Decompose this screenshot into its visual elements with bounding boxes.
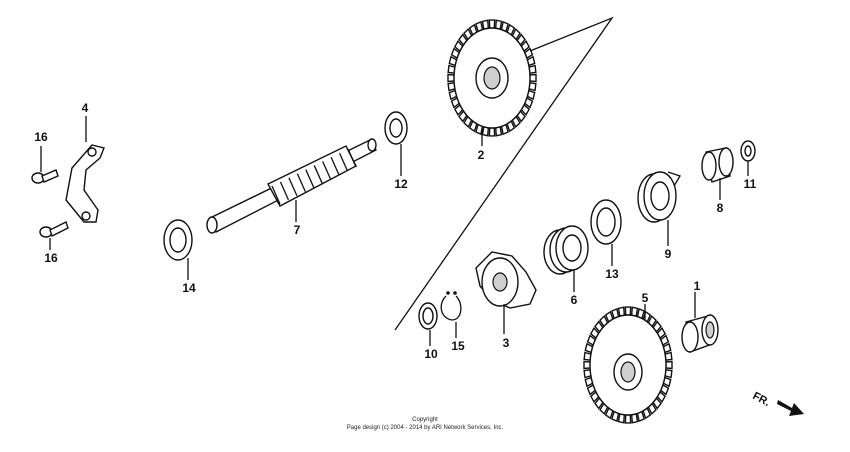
part-number-4: 4 xyxy=(82,101,89,115)
washer-11 xyxy=(740,140,756,162)
part-number-8: 8 xyxy=(717,201,724,215)
part-number-5: 5 xyxy=(642,291,649,305)
part-number-1: 1 xyxy=(694,279,701,293)
bushing-1 xyxy=(681,314,719,353)
washer-13 xyxy=(590,199,622,245)
bolt-16-upper xyxy=(31,169,59,184)
part-number-6: 6 xyxy=(571,293,578,307)
gear-2 xyxy=(447,19,537,137)
copyright-title: Copyright xyxy=(412,417,438,423)
gear-5 xyxy=(583,306,673,424)
leader-lines xyxy=(40,116,749,346)
bolt-16-lower xyxy=(39,221,69,238)
front-direction-indicator: FR. xyxy=(751,390,804,416)
copyright-notice: Page design (c) 2004 - 2014 by ARI Netwo… xyxy=(347,425,504,431)
spring-6 xyxy=(543,225,589,275)
part-number-16-upper: 16 xyxy=(34,130,48,144)
washer-10 xyxy=(418,302,438,330)
part-number-13: 13 xyxy=(605,267,619,281)
part-number-10: 10 xyxy=(424,347,438,361)
front-arrow-icon xyxy=(777,400,804,416)
part-number-7: 7 xyxy=(294,223,301,237)
part-number-11: 11 xyxy=(744,177,757,191)
spring-9 xyxy=(637,171,681,223)
bushing-8 xyxy=(701,147,734,183)
circlip-15 xyxy=(440,291,462,321)
shaft-7 xyxy=(206,138,377,234)
part-number-14: 14 xyxy=(182,281,196,295)
part-number-2: 2 xyxy=(478,148,485,162)
washer-14 xyxy=(163,219,193,261)
front-label: FR. xyxy=(751,390,772,409)
bracket-4 xyxy=(65,144,105,223)
assembly-guide-line xyxy=(394,16,614,331)
part-number-3: 3 xyxy=(503,336,510,350)
part-number-12: 12 xyxy=(394,177,408,191)
part-number-9: 9 xyxy=(665,247,672,261)
part-number-16-lower: 16 xyxy=(44,251,58,265)
ratchet-3 xyxy=(475,251,537,309)
part-number-15: 15 xyxy=(451,339,465,353)
washer-12 xyxy=(384,111,408,145)
